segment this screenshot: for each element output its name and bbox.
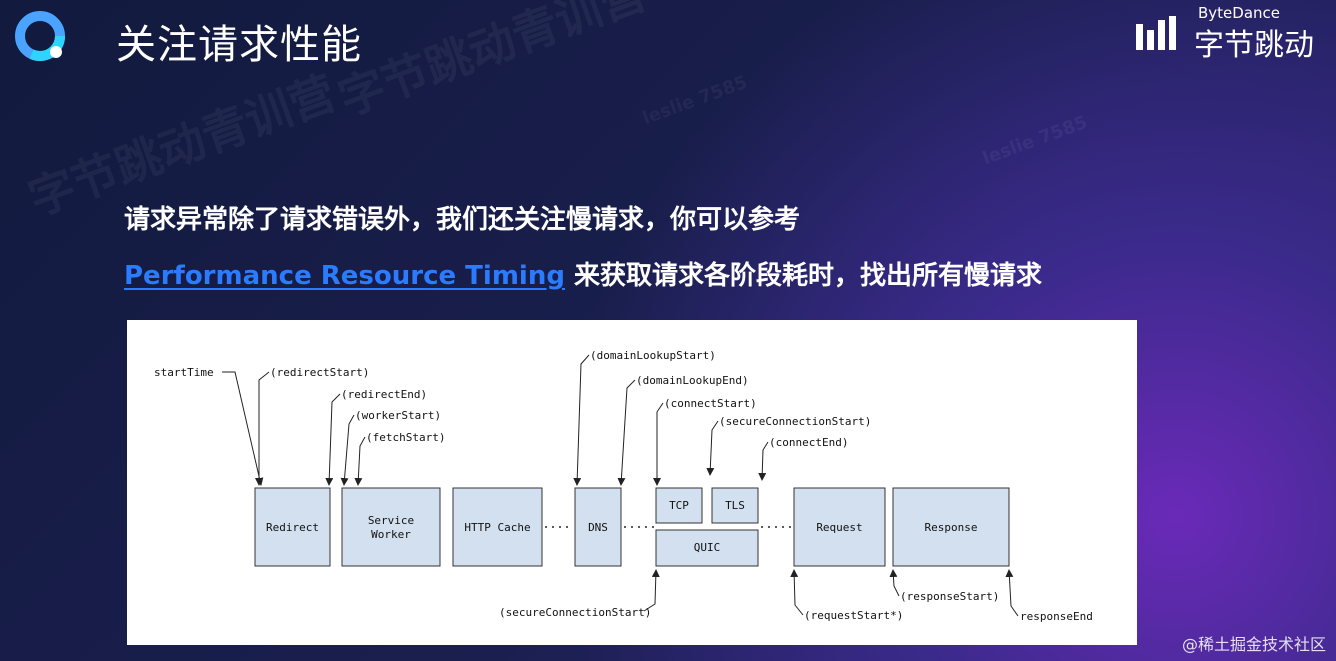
intro-line-2-rest: 来获取请求各阶段耗时，找出所有慢请求 <box>564 261 1043 291</box>
bytedance-brand: ByteDance 字节跳动 <box>1136 4 1326 63</box>
label-redirect-start: (redirectStart) <box>270 366 369 379</box>
label-domain-lookup-start: (domainLookupStart) <box>590 349 716 362</box>
intro-text: 请求异常除了请求错误外，我们还关注慢请求，你可以参考 Performance R… <box>124 192 1204 304</box>
request-label: Request <box>816 521 862 534</box>
arrow-response-start <box>889 569 900 597</box>
arrow-secure-connection-start-bottom <box>643 569 660 612</box>
arrow-redirect-start <box>255 371 270 486</box>
arrow-start-time <box>222 371 264 486</box>
watermark-user: leslie 7585 <box>639 71 751 130</box>
brand-english: ByteDance <box>1198 4 1281 22</box>
page-title: 关注请求性能 <box>116 22 362 68</box>
arrow-secure-connection-start-top <box>706 420 719 476</box>
tls-box <box>711 487 759 524</box>
response-label: Response <box>925 521 978 534</box>
http-cache-box <box>452 487 543 567</box>
service-worker-label-1: Service <box>368 514 414 527</box>
brand-chinese: 字节跳动 <box>1194 28 1314 63</box>
arrow-domain-lookup-end <box>617 379 636 486</box>
label-fetch-start: (fetchStart) <box>366 431 445 444</box>
intro-line-2: Performance Resource Timing 来获取请求各阶段耗时，找… <box>124 248 1204 304</box>
dns-label: DNS <box>588 521 608 534</box>
label-redirect-end: (redirectEnd) <box>341 388 427 401</box>
timing-diagram-svg: Redirect Service Worker HTTP Cache DNS T… <box>154 349 1093 623</box>
label-connect-end: (connectEnd) <box>769 436 848 449</box>
label-secure-connection-start-bottom: (secureConnectionStart) <box>499 606 651 619</box>
label-connect-start: (connectStart) <box>664 397 757 410</box>
label-secure-connection-start-top: (secureConnectionStart) <box>719 415 871 428</box>
redirect-box <box>254 487 331 567</box>
dns-box <box>574 487 622 567</box>
label-request-start: (requestStart*) <box>804 609 903 622</box>
arrow-fetch-start <box>354 436 366 486</box>
arrow-request-start <box>790 569 804 616</box>
http-cache-label: HTTP Cache <box>464 521 530 534</box>
quic-box <box>655 529 759 567</box>
tls-label: TLS <box>725 499 745 512</box>
resource-timing-diagram: Redirect Service Worker HTTP Cache DNS T… <box>127 320 1137 645</box>
service-worker-label-2: Worker <box>371 528 411 541</box>
arrow-connect-start <box>653 402 664 486</box>
arrow-domain-lookup-start <box>573 354 590 486</box>
tcp-box <box>655 487 703 524</box>
label-response-start: (responseStart) <box>900 590 999 603</box>
performance-resource-timing-link[interactable]: Performance Resource Timing <box>124 261 565 291</box>
label-response-end: responseEnd <box>1020 610 1093 623</box>
tcp-label: TCP <box>669 499 689 512</box>
label-worker-start: (workerStart) <box>355 409 441 422</box>
response-box <box>892 487 1010 567</box>
request-box <box>793 487 886 567</box>
watermark-text: 字节跳动青训营 <box>331 0 653 127</box>
arrow-worker-start <box>340 414 355 486</box>
intro-line-1: 请求异常除了请求错误外，我们还关注慢请求，你可以参考 <box>124 205 801 235</box>
app-logo-icon <box>15 11 65 61</box>
quic-label: QUIC <box>694 541 721 554</box>
service-worker-box <box>341 487 441 567</box>
label-domain-lookup-end: (domainLookupEnd) <box>636 374 749 387</box>
bytedance-logo-icon <box>1136 16 1176 50</box>
source-watermark: @稀土掘金技术社区 <box>1181 635 1326 654</box>
label-start-time: startTime <box>154 366 214 379</box>
arrow-response-end <box>1005 569 1019 617</box>
watermark-user: leslie 7585 <box>979 111 1091 170</box>
arrow-redirect-end <box>325 393 341 486</box>
redirect-label: Redirect <box>266 521 319 534</box>
arrow-connect-end <box>758 441 769 481</box>
